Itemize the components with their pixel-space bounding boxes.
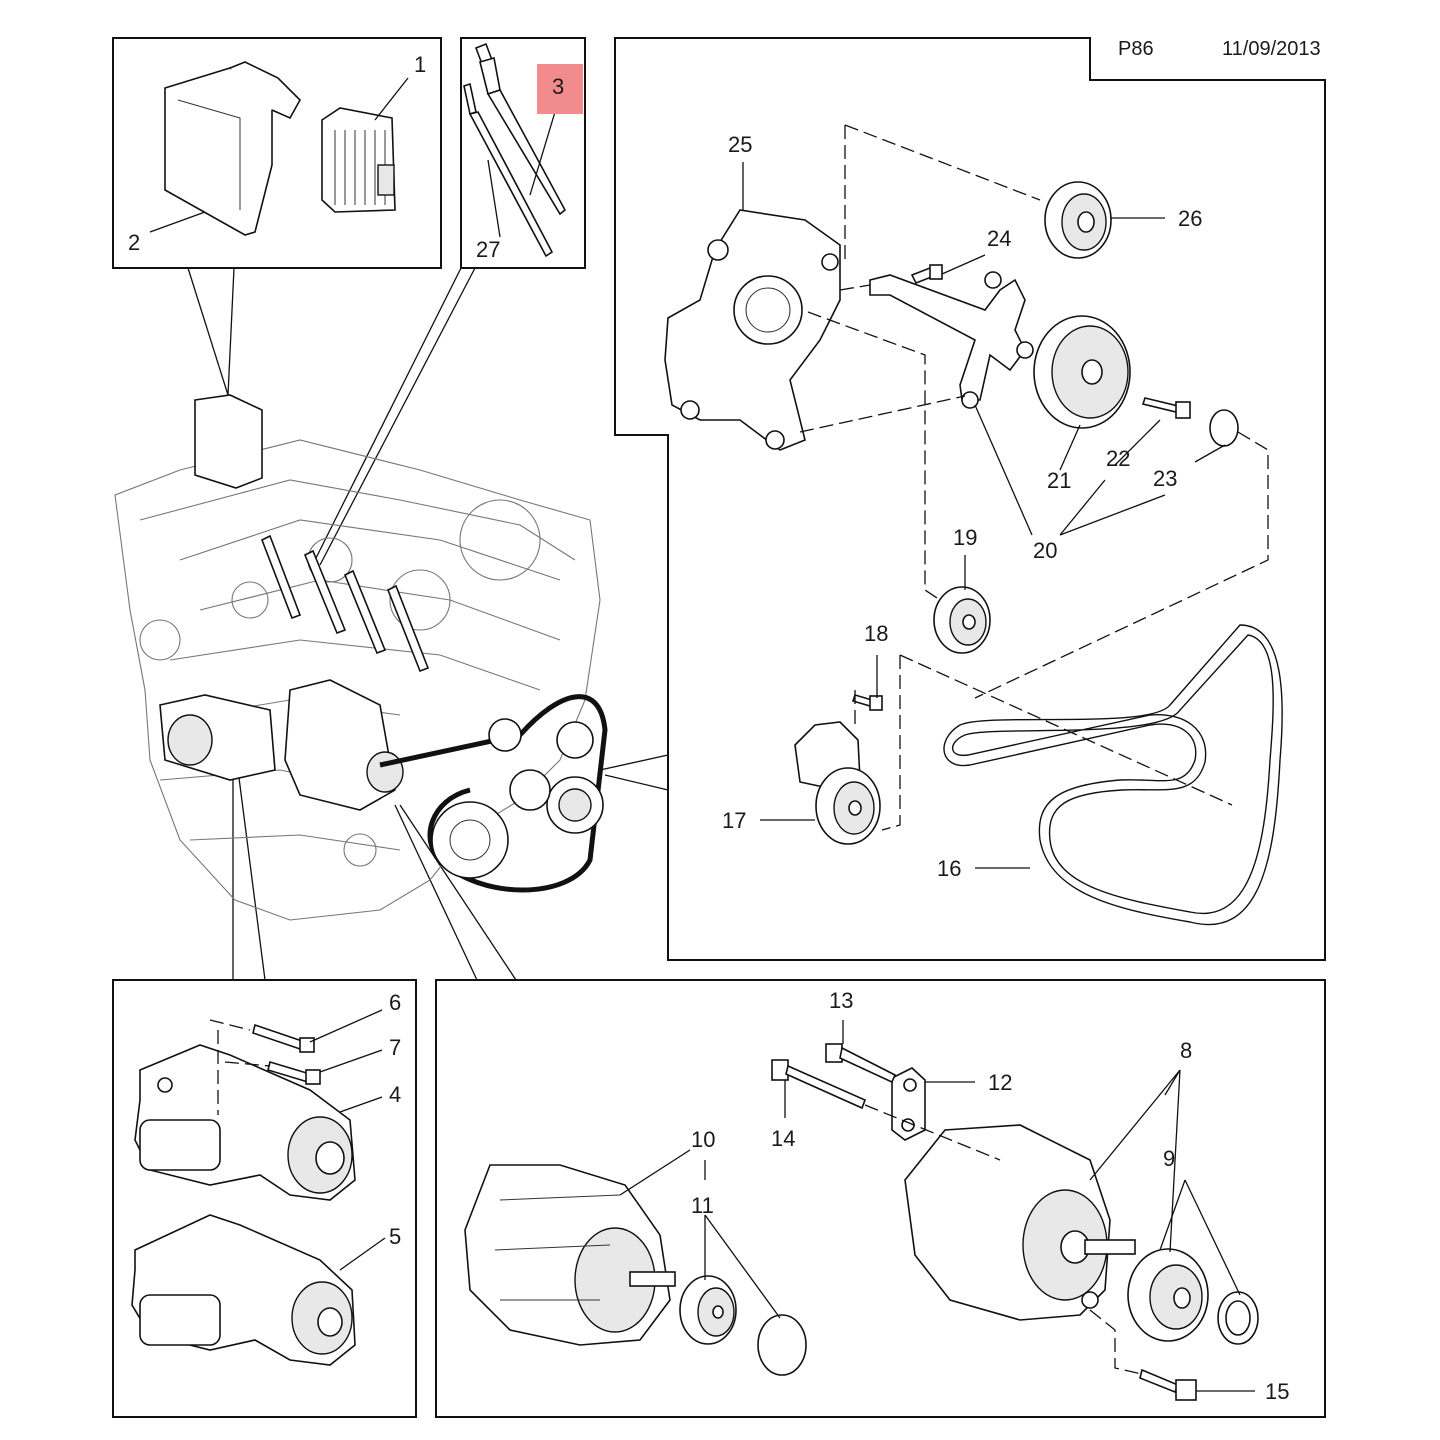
callout-15: 15 <box>1265 1379 1289 1404</box>
accessory-bracket-part <box>664 209 841 451</box>
alternator-b-part <box>904 1124 1136 1321</box>
idler-pulley-upper-part <box>1044 181 1112 259</box>
starter-motor-a-part <box>134 1044 356 1201</box>
callout-16: 16 <box>937 856 961 881</box>
bolt-22-part <box>1141 397 1191 419</box>
callout-14: 14 <box>771 1126 795 1151</box>
frame-starter <box>112 979 417 1418</box>
page-code: P86 <box>1118 38 1154 60</box>
frame-connectors <box>187 267 669 981</box>
callout-13: 13 <box>829 988 853 1013</box>
callout-19: 19 <box>953 525 977 550</box>
callout-5: 5 <box>389 1224 401 1249</box>
glow-control-module-part <box>321 107 396 213</box>
callout-10: 10 <box>691 1127 715 1152</box>
callout-26: 26 <box>1178 206 1202 231</box>
bracket-12-part <box>891 1067 926 1141</box>
idler-pulley-lower-part <box>933 586 991 654</box>
callout-21: 21 <box>1047 468 1071 493</box>
bolt-13-part <box>825 1043 897 1084</box>
alternator-pulley-a-part <box>679 1275 737 1345</box>
callout-4: 4 <box>389 1082 401 1107</box>
callout-6: 6 <box>389 990 401 1015</box>
alternator-dash-lines <box>864 1104 1143 1375</box>
callout-18: 18 <box>864 621 888 646</box>
leader-lines <box>149 77 1255 1392</box>
callout-20: 20 <box>1033 538 1057 563</box>
bolt-24-part <box>910 264 943 285</box>
tensioner-arm-part <box>869 271 1034 409</box>
callout-11: 11 <box>691 1193 714 1218</box>
callout-7: 7 <box>389 1035 401 1060</box>
pulley-cap-part <box>757 1314 807 1376</box>
tensioner-pulley-part <box>1033 315 1131 429</box>
bolt-6-part <box>252 1023 315 1053</box>
dust-cap-23-part <box>1209 409 1239 447</box>
callout-24: 24 <box>987 226 1011 251</box>
callout-22: 22 <box>1106 446 1130 471</box>
alternator-a-part <box>464 1164 676 1346</box>
callout-23: 23 <box>1153 466 1177 491</box>
callout-8: 8 <box>1180 1038 1192 1063</box>
assembly-dash-lines <box>799 124 1269 831</box>
callout-2: 2 <box>128 230 140 255</box>
belt-tensioner-part <box>794 721 881 845</box>
serpentine-belt-part <box>943 624 1283 926</box>
callout-17: 17 <box>722 808 746 833</box>
glow-control-bracket-part <box>164 61 301 236</box>
frame-belt-drive <box>614 37 1326 961</box>
bolt-14-part <box>771 1059 867 1110</box>
callout-27: 27 <box>476 237 500 262</box>
callout-9: 9 <box>1163 1146 1175 1171</box>
diagram-date: 11/09/2013 <box>1222 38 1321 60</box>
starter-motor-b-part <box>131 1214 356 1366</box>
engine-assembly <box>114 394 608 921</box>
callout-labels: 1 2 3 4 5 6 7 8 9 10 11 12 13 14 15 16 1… <box>128 52 1289 1404</box>
callout-3: 3 <box>552 74 564 99</box>
bolt-7-part <box>267 1060 321 1085</box>
alternator-pulley-b-part <box>1127 1248 1209 1342</box>
callout-25: 25 <box>728 132 752 157</box>
bolt-15-part <box>1139 1368 1197 1401</box>
highlight-box <box>537 64 583 114</box>
callout-1: 1 <box>414 52 426 77</box>
frame-glow-plugs <box>460 37 586 269</box>
bolt-18-part <box>851 694 883 711</box>
callout-12: 12 <box>988 1070 1012 1095</box>
glow-plug-b-part <box>463 82 554 258</box>
starter-dash-lines <box>209 1019 271 1115</box>
frame-control-unit <box>112 37 442 269</box>
washer-9-part <box>1217 1291 1259 1345</box>
frame-alternator <box>435 979 1326 1418</box>
